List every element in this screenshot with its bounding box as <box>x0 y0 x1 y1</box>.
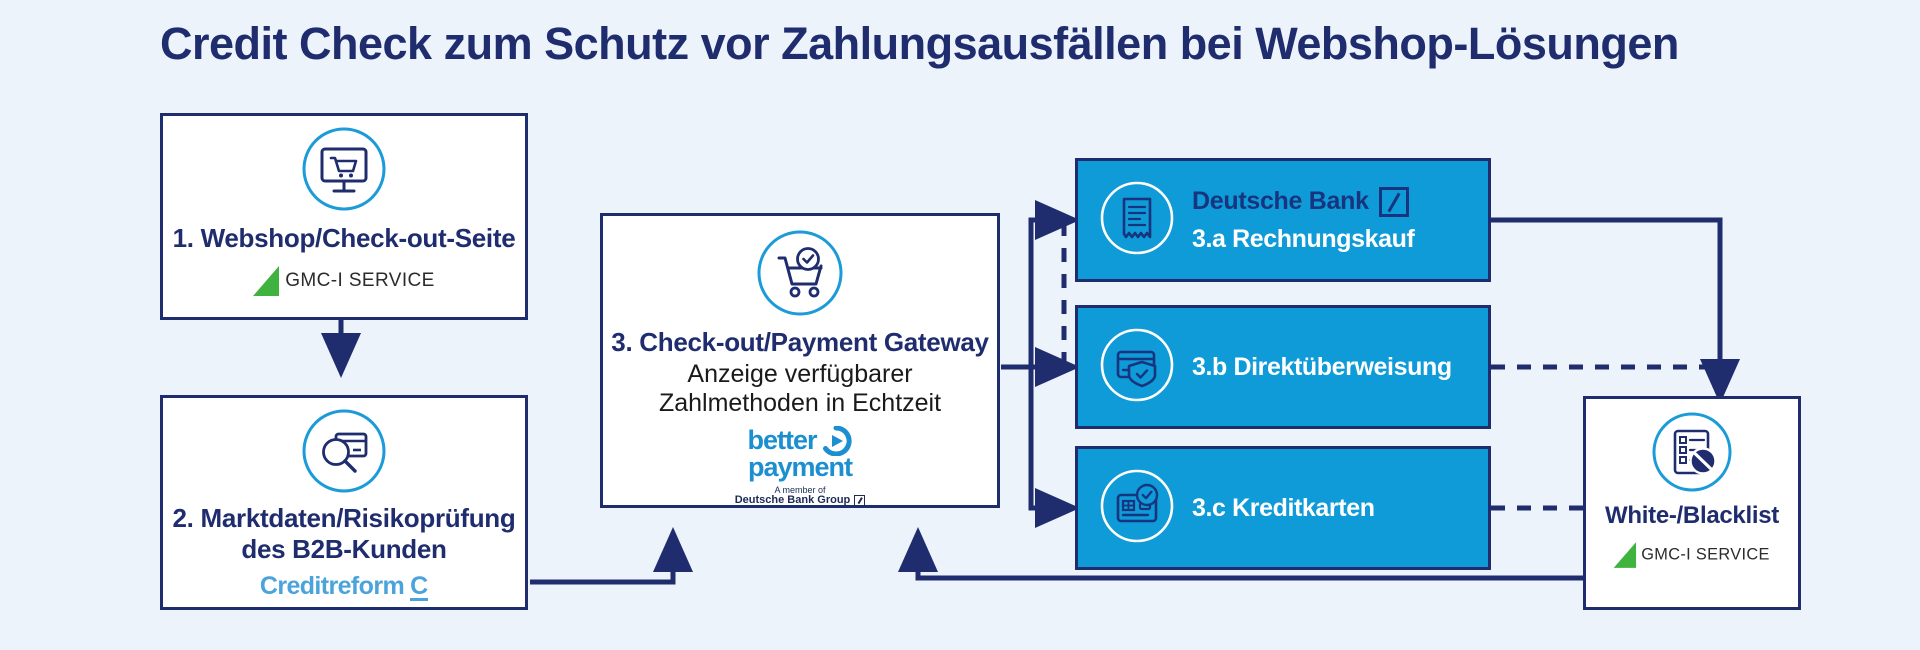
payment-method-text: 3.c Kreditkarten <box>1192 494 1375 523</box>
gmc-i-service-logo: GMC-I SERVICE <box>1613 542 1771 569</box>
payment-method-label: 3.b Direktüberweisung <box>1192 352 1452 381</box>
gmc-i-service-logo: GMC-I SERVICE <box>253 265 435 296</box>
step-card-title-line1: 2. Marktdaten/Risikoprüfung <box>172 503 516 533</box>
gmc-i-service-label: GMC-I SERVICE <box>1641 545 1771 564</box>
white-blacklist-card[interactable]: White-/Blacklist GMC-I SERVICE <box>1583 396 1801 610</box>
checklist-blocked-icon <box>1651 411 1733 498</box>
monitor-shopping-cart-icon <box>301 126 387 217</box>
gmc-i-service-label: GMC-I SERVICE <box>285 269 435 291</box>
payment-method-rechnungskauf[interactable]: Deutsche Bank 3.a Rechnungskauf <box>1075 158 1491 282</box>
better-payment-sub2: Deutsche Bank Group <box>734 493 851 506</box>
green-triangle-icon <box>253 265 280 296</box>
better-payment-logo: better payment A member of Deutsche Bank… <box>734 425 866 506</box>
arrow-step2-to-step3 <box>530 527 693 585</box>
payment-method-label: 3.a Rechnungskauf <box>1192 224 1415 253</box>
arrow-method3a-to-blacklist <box>1491 217 1740 404</box>
creditreform-mark-icon: C <box>410 572 429 601</box>
step-card-title: 3. Check-out/Payment Gateway <box>611 327 989 357</box>
payment-method-label: 3.c Kreditkarten <box>1192 493 1375 522</box>
creditreform-label: Creditreform <box>259 572 405 601</box>
better-payment-sub2-row: Deutsche Bank Group <box>734 493 866 506</box>
better-payment-mark-icon <box>822 425 852 456</box>
step-card-title-line2: des B2B-Kunden <box>241 533 447 564</box>
step-card-marktdaten[interactable]: 2. Marktdaten/Risikoprüfung des B2B-Kund… <box>160 395 528 610</box>
white-blacklist-title: White-/Blacklist <box>1605 502 1779 529</box>
step-card-webshop[interactable]: 1. Webshop/Check-out-Seite GMC-I SERVICE <box>160 113 528 320</box>
magnifier-card-icon <box>301 408 387 499</box>
step-card-title: 1. Webshop/Check-out-Seite <box>172 223 516 253</box>
better-payment-sub1: A member of <box>774 484 826 495</box>
deutsche-bank-logo-icon <box>1378 186 1409 217</box>
step-card-payment-gateway[interactable]: 3. Check-out/Payment Gateway Anzeige ver… <box>600 213 1000 508</box>
step-card-subtitle-line2: Zahlmethoden in Echtzeit <box>658 388 942 417</box>
payment-method-text: Deutsche Bank 3.a Rechnungskauf <box>1192 186 1415 254</box>
better-payment-word2: payment <box>747 451 853 482</box>
deutsche-bank-brand: Deutsche Bank <box>1192 186 1414 217</box>
payment-method-text: 3.b Direktüberweisung <box>1192 353 1452 382</box>
step-card-subtitle-line1: Anzeige verfügbarer <box>687 359 913 388</box>
page-title: Credit Check zum Schutz vor Zahlungsausf… <box>160 18 1679 69</box>
creditreform-logo: Creditreform C <box>259 572 429 601</box>
deutsche-bank-mark-icon <box>854 494 866 506</box>
shopping-cart-check-icon <box>755 228 845 323</box>
deutsche-bank-label: Deutsche Bank <box>1192 187 1369 215</box>
better-payment-word1: better <box>747 425 817 456</box>
payment-method-kreditkarten[interactable]: 3.c Kreditkarten <box>1075 446 1491 570</box>
green-triangle-icon <box>1613 542 1637 569</box>
payment-method-direktueberweisung[interactable]: 3.b Direktüberweisung <box>1075 305 1491 429</box>
arrow-step3-to-methods <box>1001 200 1080 528</box>
invoice-receipt-icon <box>1098 179 1176 262</box>
credit-card-check-icon <box>1098 467 1176 550</box>
card-shield-icon <box>1098 326 1176 409</box>
